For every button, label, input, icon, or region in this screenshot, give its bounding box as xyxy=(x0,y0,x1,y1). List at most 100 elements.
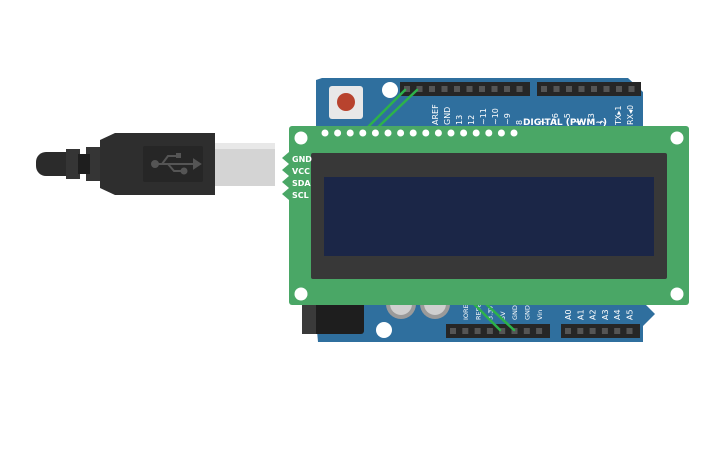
header-socket xyxy=(454,86,460,92)
header-socket xyxy=(450,328,456,334)
top-pin-label: ~5 xyxy=(563,113,572,125)
lcd-pad xyxy=(384,129,392,137)
usb-cable xyxy=(36,133,275,195)
mounting-hole xyxy=(670,131,684,145)
header-socket xyxy=(614,328,621,334)
header-socket xyxy=(553,86,560,92)
usb-cable-neck xyxy=(78,154,90,174)
usb-plug-highlight xyxy=(215,143,275,149)
lcd-pin-sda: SDA xyxy=(292,179,311,188)
mounting-hole xyxy=(382,82,398,98)
lcd-pad xyxy=(334,129,342,137)
top-pin-label: AREF xyxy=(431,104,440,125)
header-socket xyxy=(616,86,622,92)
header-socket xyxy=(462,328,469,334)
mounting-hole xyxy=(670,287,684,301)
lcd-pin-scl: SCL xyxy=(292,191,309,200)
usb-cable-ring xyxy=(66,149,80,179)
lcd-pad xyxy=(397,129,405,137)
lcd-pad xyxy=(371,129,379,137)
top-pin-label: 4 xyxy=(575,120,584,125)
header-socket xyxy=(628,86,635,92)
header-socket xyxy=(536,328,543,334)
usb-icon xyxy=(151,153,202,175)
header-strip xyxy=(561,324,640,338)
lcd-pad-row xyxy=(321,129,518,137)
header-socket xyxy=(486,328,493,334)
header-socket xyxy=(499,328,506,334)
digital-header-title: DIGITAL (PWM~) xyxy=(523,118,607,128)
power-pin-label: Vin xyxy=(536,310,544,320)
header-socket xyxy=(479,86,485,92)
header-socket xyxy=(578,86,585,92)
header-socket xyxy=(504,86,510,92)
analog-pin-label: A4 xyxy=(613,309,622,320)
analog-pin-label: A2 xyxy=(589,309,598,320)
power-jack xyxy=(302,300,364,334)
wire-gnd xyxy=(472,302,502,332)
top-pin-label: ~9 xyxy=(503,113,512,125)
digital-header xyxy=(400,82,641,96)
power-pin-label: GND xyxy=(511,305,519,320)
lcd-pad xyxy=(472,129,480,137)
header-socket xyxy=(466,86,473,92)
lcd-pad xyxy=(485,129,493,137)
top-pin-label: ~11 xyxy=(479,108,488,125)
lcd-pad xyxy=(346,129,354,137)
top-pin-label: 7 xyxy=(539,120,548,125)
mounting-hole xyxy=(376,322,392,338)
top-pin-label: 8 xyxy=(515,120,524,125)
wires xyxy=(362,88,516,332)
power-pin-label: 5V xyxy=(499,311,507,320)
header-socket xyxy=(603,86,610,92)
header-socket xyxy=(626,328,633,334)
header-socket xyxy=(429,86,435,92)
header-strip xyxy=(537,82,641,96)
analog-pin-label: A3 xyxy=(601,309,610,320)
lcd-pad xyxy=(460,129,468,137)
usb-plug-metal xyxy=(215,143,275,186)
header-socket xyxy=(441,86,448,92)
header-strip xyxy=(400,82,530,96)
header-socket xyxy=(474,328,481,334)
power-pin-label: GND xyxy=(524,305,532,320)
analog-pin-label: A0 xyxy=(564,309,573,320)
lcd-pad xyxy=(359,129,367,137)
top-pin-label: 2 xyxy=(599,120,608,125)
mounting-hole xyxy=(294,287,308,301)
header-strip xyxy=(446,324,550,338)
reset-button[interactable] xyxy=(329,86,363,119)
lcd-pad xyxy=(321,129,329,137)
power-pin-label: IOREF xyxy=(462,300,470,320)
header-socket xyxy=(541,86,547,92)
analog-pin-label: A1 xyxy=(576,309,585,320)
header-socket xyxy=(404,86,410,92)
wire-vcc xyxy=(484,302,516,332)
header-socket xyxy=(566,86,572,92)
top-pin-label: TX▸1 xyxy=(614,106,623,126)
power-analog-headers xyxy=(446,324,640,338)
header-socket xyxy=(591,86,597,92)
header-socket xyxy=(589,328,596,334)
header-socket xyxy=(491,86,498,92)
top-pin-label: ~10 xyxy=(491,108,500,125)
lcd-screen xyxy=(324,177,654,256)
i2c-pin-tabs xyxy=(282,152,289,200)
header-socket xyxy=(416,86,423,92)
header-socket xyxy=(516,86,523,92)
lcd-pad xyxy=(409,129,417,137)
lcd-pad xyxy=(497,129,505,137)
header-socket xyxy=(523,328,530,334)
header-socket xyxy=(601,328,608,334)
header-socket xyxy=(577,328,584,334)
lcd-pad xyxy=(510,129,518,137)
top-pin-label: GND xyxy=(443,107,452,125)
top-pin-label: RX◂0 xyxy=(626,105,635,125)
power-jack-front xyxy=(302,300,316,334)
top-pin-label: 13 xyxy=(455,115,464,125)
power-pin-label: 3.3V xyxy=(487,305,495,320)
top-pin-label: ~6 xyxy=(551,113,560,125)
